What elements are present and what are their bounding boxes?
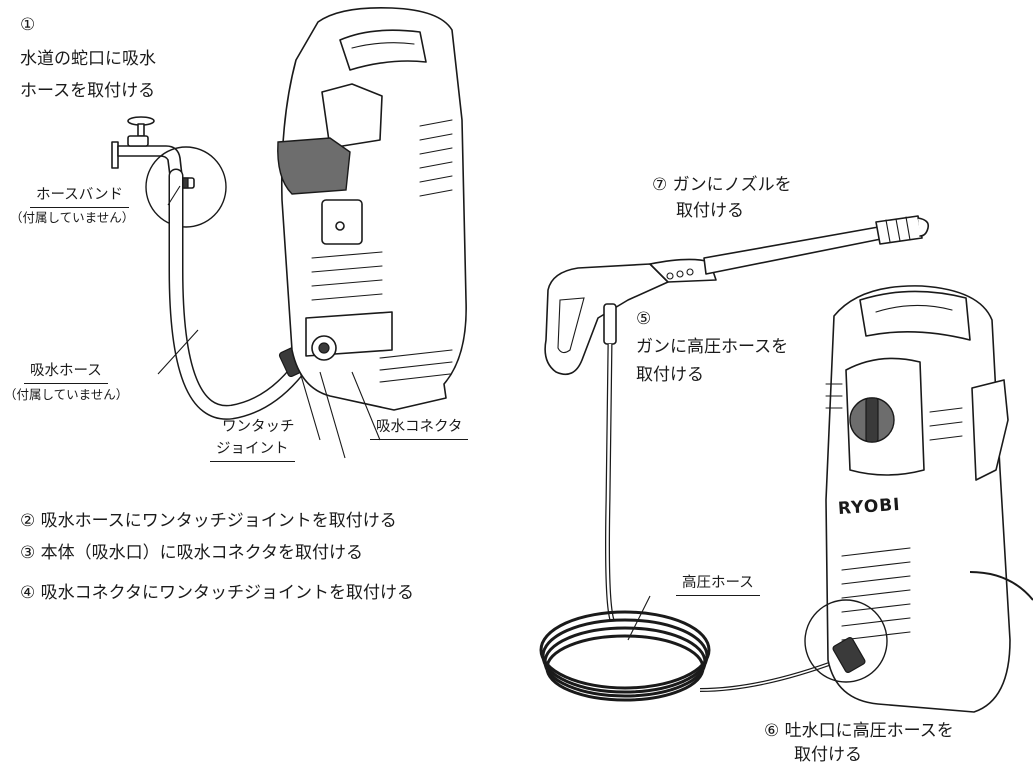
step-1-number: ① (20, 15, 36, 35)
leader-lines (157, 185, 651, 641)
step-7-line-1: ⑦ ガンにノズルを (652, 175, 792, 195)
step-4: ④ 吸水コネクタにワンタッチジョイントを取付ける (20, 583, 414, 603)
step-6-line-2: 取付ける (794, 745, 862, 765)
hose-band-label: ホースバンド (30, 186, 129, 208)
outlet-detail-circle (804, 599, 888, 683)
one-touch-joint-label-1: ワンタッチ (222, 419, 295, 435)
water-faucet (111, 116, 183, 177)
intake-connector-label: 吸水コネクタ (370, 418, 469, 440)
step-7-line-2: 取付ける (676, 201, 744, 221)
step-1-line-2: ホースを取付ける (20, 81, 156, 101)
washer-body-rear (277, 6, 467, 411)
washer-body-front (825, 285, 1033, 713)
high-pressure-hose (539, 343, 841, 702)
intake-hose-note: （付属していません） (4, 387, 129, 402)
one-touch-joint-label-2: ジョイント (210, 440, 295, 462)
step-5-line-1: ガンに高圧ホースを (636, 337, 789, 357)
spray-gun (544, 258, 717, 376)
intake-hose-label: 吸水ホース (24, 362, 108, 384)
hose-band-detail-circle (145, 146, 227, 228)
high-pressure-hose-label: 高圧ホース (676, 574, 760, 596)
step-5-number: ⑤ (636, 309, 652, 329)
hose-band-note: （付属していません） (10, 210, 135, 225)
brand-logo: RYOBI (837, 494, 902, 520)
step-6-line-1: ⑥ 吐水口に高圧ホースを (764, 721, 954, 741)
step-3: ③ 本体（吸水口）に吸水コネクタを取付ける (20, 543, 363, 563)
step-1-line-1: 水道の蛇口に吸水 (20, 49, 156, 69)
lance (703, 215, 930, 275)
step-2: ② 吸水ホースにワンタッチジョイントを取付ける (20, 511, 397, 531)
step-5-line-2: 取付ける (636, 365, 704, 385)
